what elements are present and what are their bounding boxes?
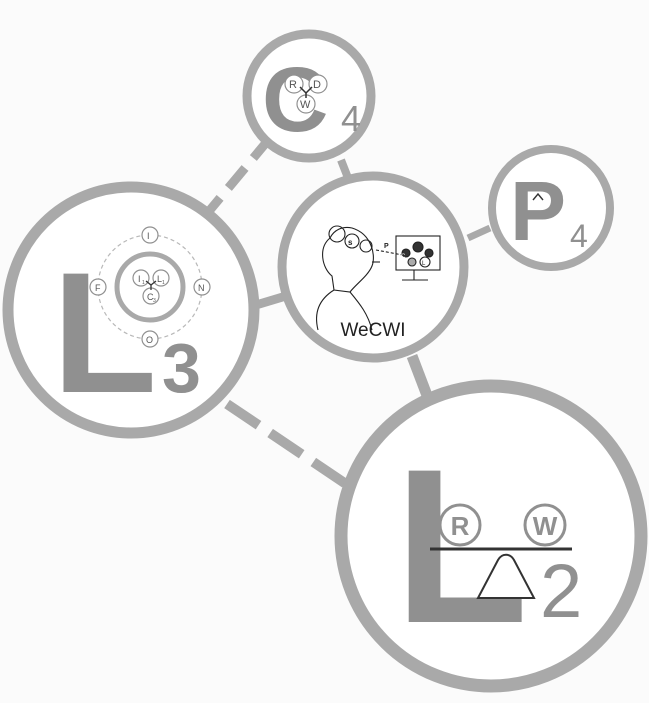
- c4-label-d: D: [313, 79, 321, 91]
- connector-wecwi-l2: [406, 354, 434, 400]
- c4-label-r: R: [289, 79, 297, 91]
- connector-l3-wecwi: [254, 291, 288, 310]
- l2-subscript: 2: [540, 549, 582, 634]
- l2-pan-w: W: [533, 511, 558, 541]
- c4-label-w: W: [300, 99, 311, 111]
- p4-letter: P: [510, 164, 566, 258]
- node-l2: L 2 R W: [334, 379, 648, 693]
- l3-inner-sub-l: 1: [162, 280, 165, 286]
- l3-cycle: I N O F I 1 L 1 C 3: [89, 226, 211, 348]
- l3-inner-sub-c: 3: [153, 298, 156, 304]
- l3-inner-label-i: I: [138, 274, 141, 284]
- c4-sub-diagram: R D W: [284, 74, 328, 114]
- connector-c4-l3: [196, 135, 274, 225]
- p4-subscript: 4: [570, 218, 588, 254]
- node-c4: C 4 R D W: [242, 29, 376, 163]
- l3-cycle-label-n: N: [198, 283, 205, 293]
- connector-l3-l2: [224, 399, 349, 489]
- wecwi-sketch-label-c: C: [401, 254, 406, 260]
- connector-p4-wecwi: [466, 224, 492, 242]
- wecwi-sketch: [316, 225, 441, 331]
- l2-balance-scale: R W: [430, 503, 572, 599]
- l3-inner-label-l: L: [157, 274, 162, 284]
- c4-subscript: 4: [341, 98, 361, 139]
- node-wecwi: s P C L WeCWI: [277, 171, 469, 363]
- l3-cycle-label-f: F: [95, 283, 101, 293]
- l3-cycle-label-i: I: [147, 231, 150, 241]
- node-p4: P 4: [488, 145, 614, 271]
- l3-inner-sub-i: 1: [142, 280, 145, 286]
- wecwi-sketch-label-p: P: [384, 243, 389, 250]
- l3-subscript: 3: [162, 329, 201, 407]
- wecwi-label: WeCWI: [340, 320, 405, 341]
- wecwi-sketch-label-l: L: [422, 261, 426, 267]
- c4-letter: C: [262, 49, 328, 151]
- wecwi-sketch-label-s: s: [348, 238, 353, 247]
- l2-pan-r: R: [451, 511, 470, 541]
- l3-inner-label-c: C: [147, 292, 154, 302]
- node-l3: L 3 I N O F I 1 L 1 C 3: [2, 181, 260, 439]
- p4-caret-mark: [532, 192, 544, 201]
- l3-cycle-label-o: O: [146, 335, 153, 345]
- connectors: [196, 135, 492, 489]
